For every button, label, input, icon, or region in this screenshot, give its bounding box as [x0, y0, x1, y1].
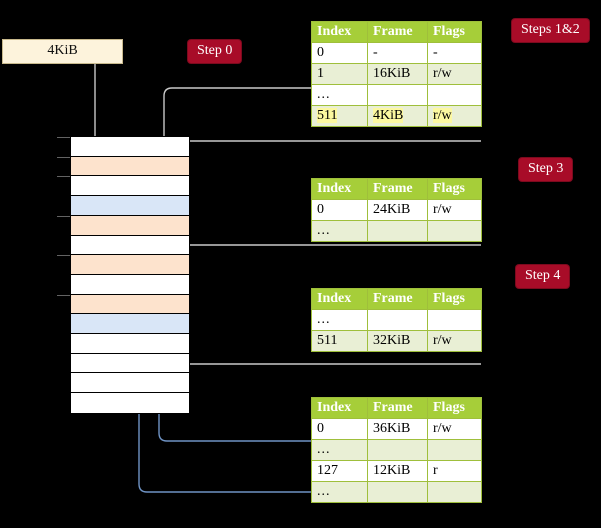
cell-flags: -	[427, 42, 482, 64]
cell-frame	[367, 84, 428, 106]
column-header-flags: Flags	[427, 288, 482, 310]
cell-flags: r/w	[427, 105, 482, 127]
cell-flags	[427, 220, 482, 242]
step-badge-step0: Step 0	[188, 40, 242, 63]
memory-frame-row	[71, 235, 189, 256]
memory-frame-row	[71, 314, 189, 335]
column-header-frame: Frame	[367, 178, 428, 200]
cell-flags: r	[427, 460, 482, 482]
virtual-page-label: 4KiB	[47, 43, 78, 58]
column-header-frame: Frame	[367, 21, 428, 43]
column-header-index: Index	[311, 288, 368, 310]
cell-frame	[367, 220, 428, 242]
cell-index: ...	[311, 481, 368, 503]
cell-index: 511	[311, 105, 368, 127]
memory-frame-row	[71, 156, 189, 177]
memory-frame-row	[71, 215, 189, 236]
table-row: ...	[311, 84, 482, 106]
cell-flags	[427, 309, 482, 331]
cell-frame: 4KiB	[367, 105, 428, 127]
virtual-page-box: 4KiB	[2, 39, 123, 64]
memory-tick	[57, 215, 70, 217]
table-row: ...	[311, 481, 482, 503]
cell-index: 0	[311, 199, 368, 221]
cell-frame	[367, 309, 428, 331]
memory-tick	[57, 294, 70, 296]
memory-frame-row	[71, 255, 189, 275]
column-header-flags: Flags	[427, 21, 482, 43]
cell-index: 0	[311, 42, 368, 64]
table-row: ...	[311, 309, 482, 331]
column-header-index: Index	[311, 21, 368, 43]
column-header-frame: Frame	[367, 397, 428, 419]
cell-index: ...	[311, 309, 368, 331]
cell-frame	[367, 439, 428, 461]
cell-frame: 36KiB	[367, 418, 428, 440]
cell-frame: 16KiB	[367, 63, 428, 85]
cell-flags: r/w	[427, 418, 482, 440]
memory-frame-row	[71, 353, 189, 374]
cell-frame: -	[367, 42, 428, 64]
memory-frame-row	[71, 294, 189, 315]
memory-frame-row	[71, 137, 189, 157]
cell-flags	[427, 439, 482, 461]
cell-index: 127	[311, 460, 368, 482]
memory-tick	[57, 255, 70, 257]
cell-index: ...	[311, 84, 368, 106]
memory-frame-row	[71, 334, 189, 354]
wire-511-a	[141, 140, 481, 150]
memory-frame-row	[71, 393, 189, 413]
column-header-frame: Frame	[367, 288, 428, 310]
cell-index: ...	[311, 220, 368, 242]
memory-tick	[57, 176, 70, 178]
step-badge-step3: Step 3	[519, 158, 573, 181]
step-badge-step4: Step 4	[516, 265, 570, 288]
memory-frame-row	[71, 176, 189, 197]
step-badge-steps12: Steps 1&2	[512, 19, 589, 42]
cell-flags	[427, 84, 482, 106]
cell-frame: 32KiB	[367, 330, 428, 352]
cell-flags: r/w	[427, 63, 482, 85]
memory-frame-row	[71, 196, 189, 216]
memory-frame-row	[71, 274, 189, 295]
cell-index: 1	[311, 63, 368, 85]
cell-index: 0	[311, 418, 368, 440]
table-row: 0--	[311, 42, 482, 64]
memory-frame-row	[71, 373, 189, 394]
column-header-flags: Flags	[427, 397, 482, 419]
physical-memory-column	[70, 136, 190, 414]
column-header-index: Index	[311, 178, 368, 200]
cell-index: 511	[311, 330, 368, 352]
column-header-index: Index	[311, 397, 368, 419]
cell-flags: r/w	[427, 330, 482, 352]
memory-tick	[57, 137, 70, 138]
cell-frame: 24KiB	[367, 199, 428, 221]
wire-step3-a	[176, 244, 481, 254]
cell-flags	[427, 481, 482, 503]
table-row: ...	[311, 439, 482, 461]
cell-frame: 12KiB	[367, 460, 428, 482]
column-header-flags: Flags	[427, 178, 482, 200]
memory-tick	[57, 156, 70, 158]
cell-index: ...	[311, 439, 368, 461]
cell-flags: r/w	[427, 199, 482, 221]
table-row: ...	[311, 220, 482, 242]
cell-frame	[367, 481, 428, 503]
